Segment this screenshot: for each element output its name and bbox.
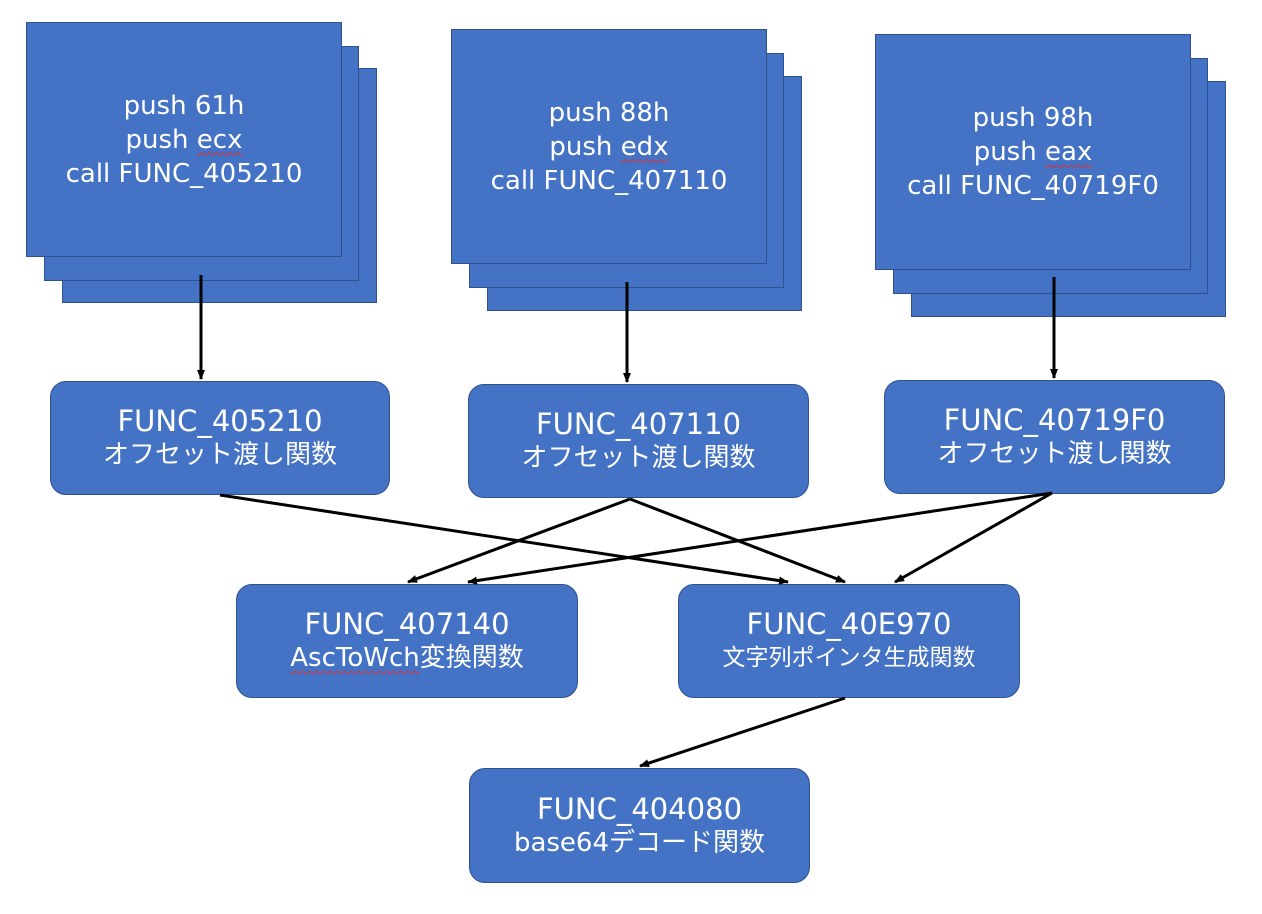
func-name: FUNC_40E970 xyxy=(746,607,952,641)
func-name: FUNC_407140 xyxy=(304,607,510,641)
arrow-40719F0-to-407140 xyxy=(467,491,1053,585)
arrow-407110-to-407140 xyxy=(407,497,631,584)
register-text: edx xyxy=(620,131,669,162)
code-line: push ecx xyxy=(126,123,243,157)
func-desc: オフセット渡し関数 xyxy=(521,443,756,473)
func-desc: オフセット渡し関数 xyxy=(102,440,337,470)
func-box-40E970: FUNC_40E970 文字列ポインタ生成関数 xyxy=(678,584,1020,698)
func-name: FUNC_405210 xyxy=(117,404,323,438)
stack-card-front: push 98h push eax call FUNC_40719F0 xyxy=(875,34,1191,270)
func-desc-prefix: AscToWch xyxy=(290,643,420,673)
func-desc: 文字列ポインタ生成関数 xyxy=(722,645,976,671)
stack-card-front: push 61h push ecx call FUNC_405210 xyxy=(26,22,342,257)
func-box-407110: FUNC_407110 オフセット渡し関数 xyxy=(468,384,809,498)
register-text: eax xyxy=(1044,137,1093,167)
code-text: push xyxy=(549,131,621,162)
func-box-405210: FUNC_405210 オフセット渡し関数 xyxy=(50,381,390,495)
code-line: push edx xyxy=(549,130,668,164)
func-box-407140: FUNC_407140 AscToWch変換関数 xyxy=(236,584,578,698)
code-line: push 98h xyxy=(972,103,1094,133)
code-line: push 88h xyxy=(548,97,670,128)
code-line: call FUNC_407110 xyxy=(490,165,728,196)
func-name: FUNC_40719F0 xyxy=(943,403,1166,437)
stack-card-front: push 88h push edx call FUNC_407110 xyxy=(451,29,767,264)
code-line: push eax xyxy=(974,135,1093,169)
arrow-40719F0-to-40E970 xyxy=(894,491,1053,584)
code-line: call FUNC_40719F0 xyxy=(907,171,1159,201)
func-box-40719F0: FUNC_40719F0 オフセット渡し関数 xyxy=(884,380,1225,494)
register-text: ecx xyxy=(196,124,243,155)
func-desc: AscToWch変換関数 xyxy=(290,641,524,675)
code-line: push 61h xyxy=(123,90,245,121)
code-line: call FUNC_405210 xyxy=(65,158,303,189)
code-text: push xyxy=(125,124,197,155)
arrow-405210-to-40E970 xyxy=(219,493,789,585)
func-desc: base64デコード関数 xyxy=(513,827,766,858)
func-name: FUNC_404080 xyxy=(536,791,743,826)
code-text: push xyxy=(973,137,1045,167)
func-box-404080: FUNC_404080 base64デコード関数 xyxy=(469,768,810,883)
func-desc-suffix: 変換関数 xyxy=(419,643,524,673)
func-desc: オフセット渡し関数 xyxy=(937,439,1172,469)
arrow-40E970-to-404080 xyxy=(639,696,846,768)
func-name: FUNC_407110 xyxy=(535,407,742,441)
